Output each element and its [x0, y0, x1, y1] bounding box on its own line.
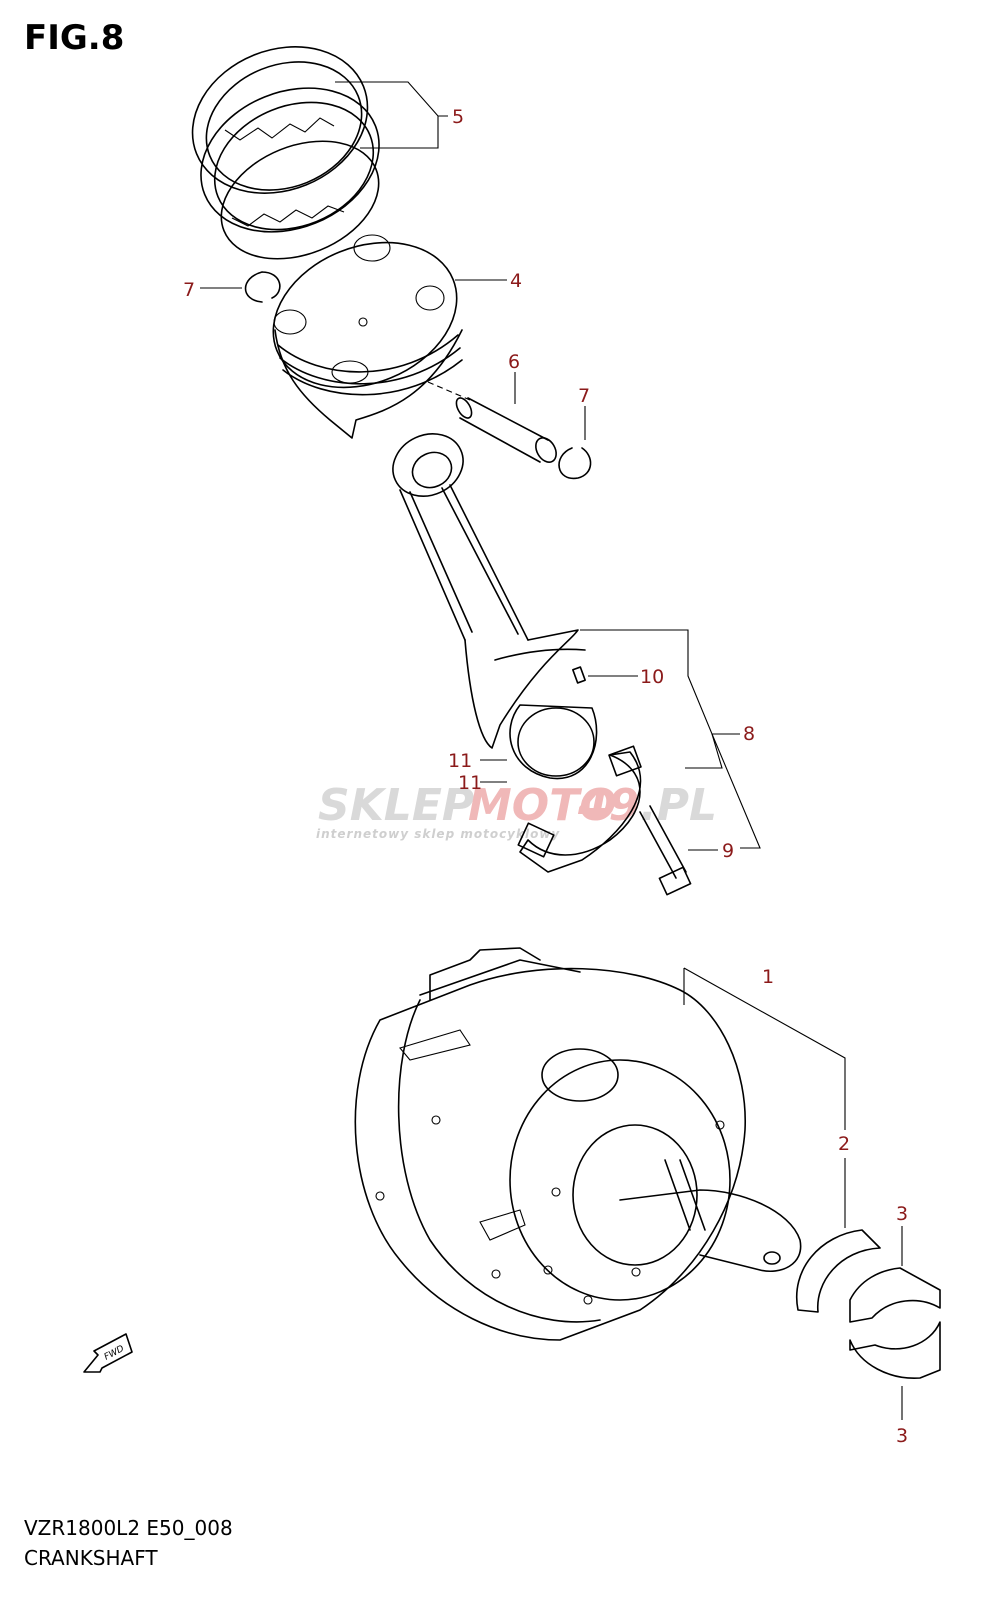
- callout-4: 4: [510, 270, 522, 292]
- watermark-text-3: 49: [577, 780, 639, 831]
- callout-8: 8: [743, 723, 755, 745]
- leader-lines: [200, 81, 903, 1420]
- crank-bearing-lower[interactable]: [849, 1321, 941, 1379]
- callout-6: 6: [508, 351, 520, 373]
- callout-10: 10: [640, 666, 664, 688]
- fwd-arrow: FWD: [83, 1333, 133, 1373]
- connecting-rod[interactable]: [383, 423, 642, 873]
- thrust-washer[interactable]: [795, 1229, 881, 1313]
- callout-7-left: 7: [183, 279, 195, 301]
- piston-pin[interactable]: [453, 395, 560, 465]
- figure-name: CRANKSHAFT: [24, 1546, 158, 1570]
- circlip-right[interactable]: [558, 447, 592, 480]
- piston-rings[interactable]: [170, 21, 400, 280]
- circlip-left[interactable]: [244, 271, 281, 303]
- crankshaft[interactable]: [354, 947, 802, 1341]
- watermark: SKLEP MOTO 49 .PL internetowy sklep moto…: [316, 780, 717, 841]
- callout-9: 9: [722, 840, 734, 862]
- watermark-text-4: .PL: [640, 780, 717, 831]
- callout-3-lower: 3: [896, 1425, 908, 1447]
- callout-7-right: 7: [578, 385, 590, 407]
- watermark-text-1: SKLEP: [318, 780, 474, 831]
- crank-bearing-upper[interactable]: [849, 1267, 941, 1323]
- callout-3-upper: 3: [896, 1203, 908, 1225]
- piston[interactable]: [251, 216, 478, 439]
- rod-bolt[interactable]: [639, 805, 692, 896]
- callout-1: 1: [762, 966, 774, 988]
- figure-title: FIG.8: [24, 18, 125, 58]
- callout-11-lower: 11: [458, 772, 482, 794]
- watermark-tagline: internetowy sklep motocyklowy: [316, 827, 560, 841]
- callout-5: 5: [452, 106, 464, 128]
- callouts: 5 7 4 6 7 10 8 11 11 9 1 2 3 3: [183, 106, 908, 1447]
- callout-2: 2: [838, 1133, 850, 1155]
- watermark-text-2: MOTO: [468, 780, 617, 831]
- callout-11-upper: 11: [448, 750, 472, 772]
- figure-code: VZR1800L2 E50_008: [24, 1516, 233, 1540]
- fwd-label: FWD: [103, 1344, 126, 1363]
